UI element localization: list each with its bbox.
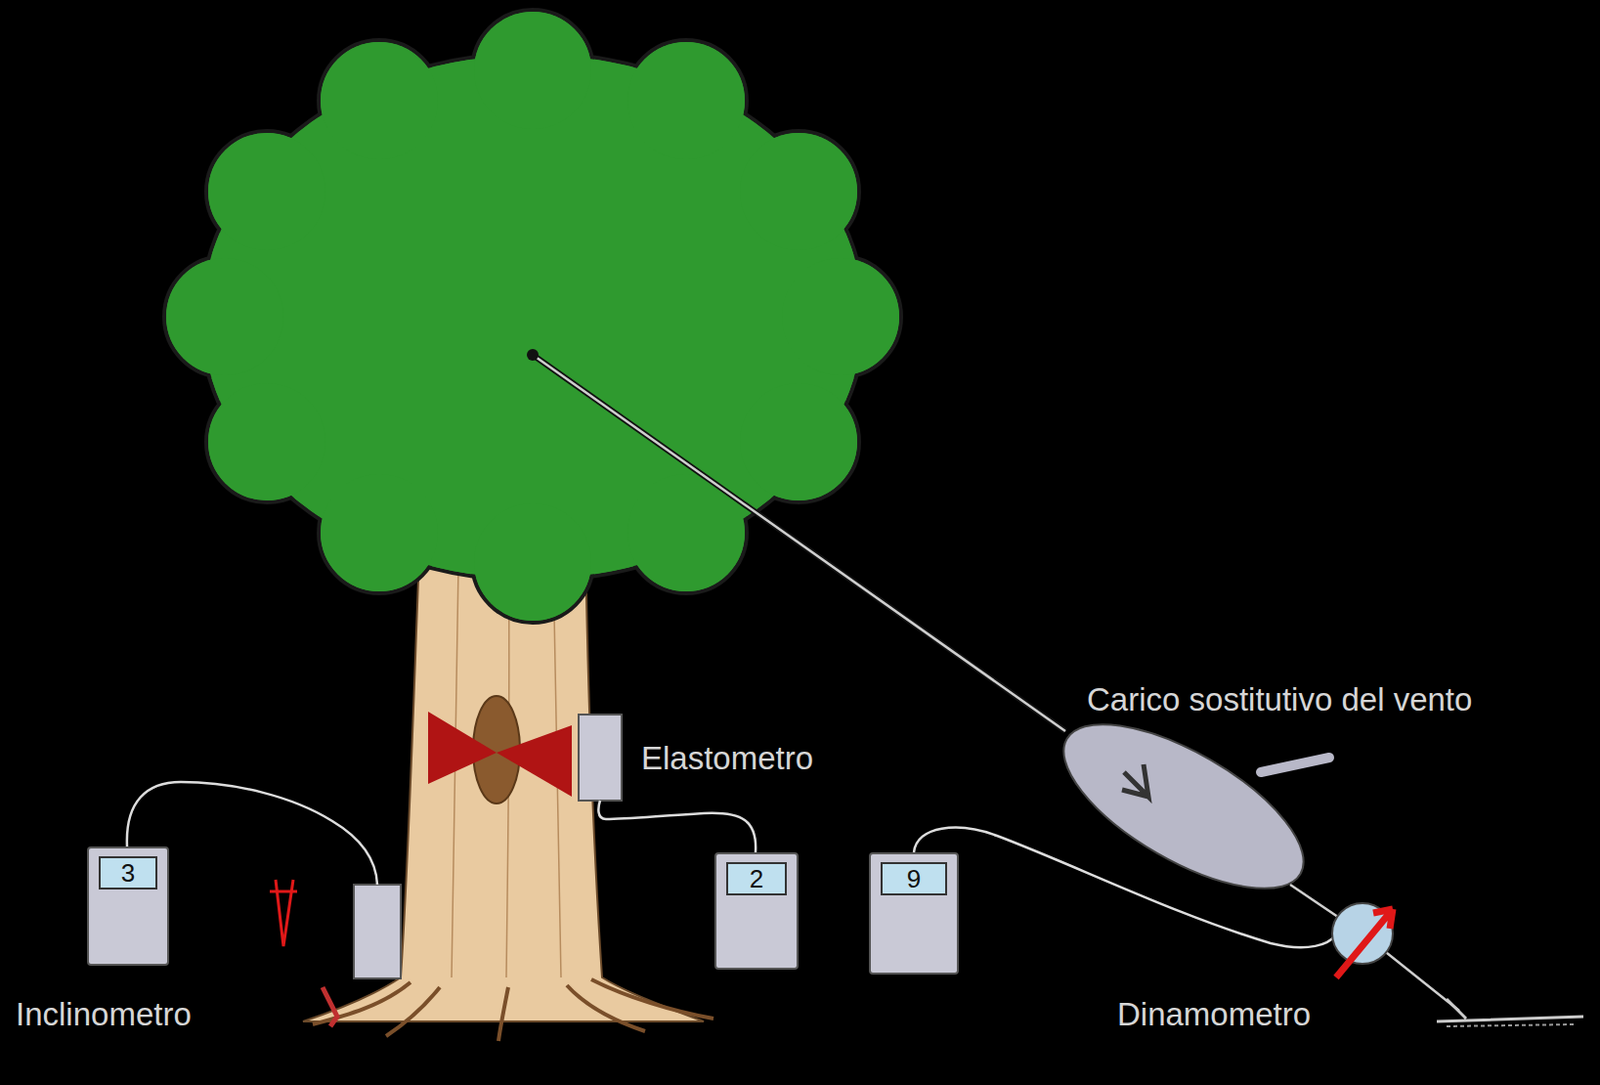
ground [1446, 1024, 1574, 1027]
band-right [496, 725, 572, 797]
measuring-device: 9 [868, 852, 959, 975]
dynamometer-arrow [1336, 908, 1393, 978]
instrument-label: Carico sostitutivo del vento [1086, 682, 1472, 718]
measuring-device: 2 [714, 852, 799, 970]
root-marker [322, 987, 338, 1027]
roots [312, 979, 714, 1041]
crown-fill [166, 11, 900, 621]
device-number: 3 [98, 856, 158, 890]
wind-arrow [1122, 764, 1149, 797]
instrument-label: Elastometro [641, 740, 814, 777]
device-number: 2 [726, 862, 787, 896]
rope [532, 354, 1066, 732]
wind-load-symbol [1039, 691, 1328, 920]
rope-shadow [532, 354, 1066, 732]
rope-lower [1290, 884, 1460, 1011]
device-number: 9 [880, 862, 948, 896]
instrument-label: Inclinometro [15, 996, 192, 1033]
wind-tab [1260, 757, 1330, 773]
instrument-label: Dinamometro [1117, 996, 1311, 1033]
anchor-point [526, 348, 539, 361]
elastometer-sensor [578, 714, 622, 801]
measuring-device: 3 [86, 846, 170, 966]
ground-anchor [1436, 998, 1584, 1022]
inclinometer-sensor [353, 884, 401, 979]
angle-symbol [269, 879, 298, 947]
band-left [428, 711, 497, 784]
crown-outline [164, 9, 902, 623]
